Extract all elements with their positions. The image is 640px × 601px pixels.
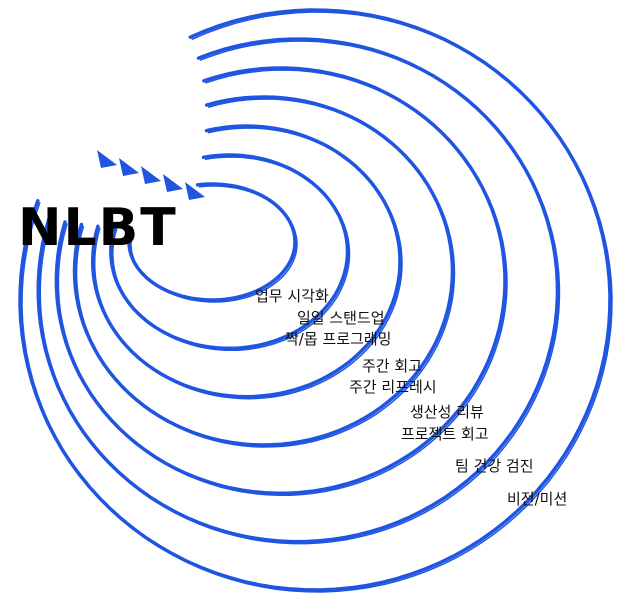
label-team-health-check: 팀 건강 검진 (455, 457, 534, 475)
arrowhead-icon (185, 182, 205, 200)
label-project-retro: 프로젝트 회고 (401, 425, 489, 443)
arrowhead-icon (141, 166, 161, 184)
ring-4 (75, 98, 456, 448)
ring-5 (57, 69, 508, 497)
ring-6 (39, 40, 561, 545)
arrowhead-icon (119, 158, 139, 176)
ring-1 (130, 185, 298, 303)
arrowhead-icon (163, 174, 183, 192)
label-vision-mission: 비전/미션 (507, 490, 568, 508)
logo: NLBT (18, 198, 178, 258)
label-weekly-retro: 주간 회고 (362, 357, 422, 375)
ring-3 (93, 127, 403, 400)
label-weekly-refresh: 주간 리프레시 (349, 378, 437, 396)
label-productivity-review: 생산성 리뷰 (410, 403, 484, 421)
label-pair-mob-programming: 짝/몹 프로그래밍 (285, 330, 392, 348)
label-daily-standup: 일일 스탠드업 (297, 309, 385, 327)
label-visualization: 업무 시각화 (255, 287, 329, 305)
arrowhead-icon (97, 150, 117, 168)
ring-2 (112, 156, 351, 352)
ring-7 (21, 11, 613, 593)
ring-3 (90, 124, 402, 399)
